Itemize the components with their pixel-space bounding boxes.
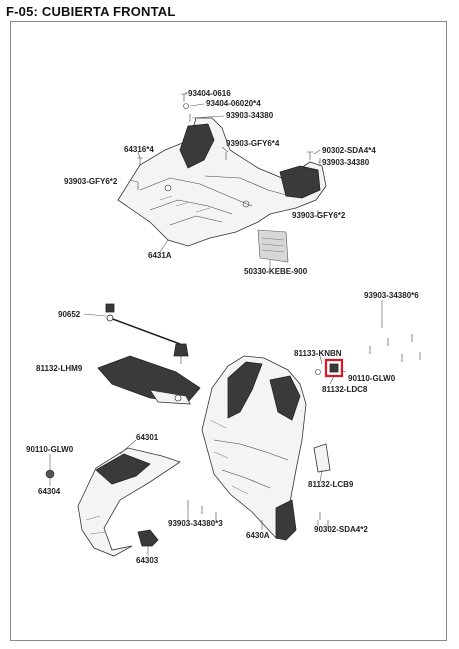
screws-right [187,320,421,528]
label-93903-34380-right: 93903-34380 [322,158,370,167]
front-cover-6430a [201,355,307,541]
wire-harness-90652 [105,303,189,364]
inner-cover-6431a [117,117,327,247]
label-93903-gfy6-2-left: 93903-GFY6*2 [64,177,118,186]
label-64303: 64303 [136,556,159,565]
label-81132-lhm9: 81132-LHM9 [36,364,83,373]
label-93903-gfy6-4: 93903-GFY6*4 [226,139,280,148]
panel-81132-lhm9 [97,355,201,405]
label-64316: 64316*4 [124,145,154,154]
label-81132-lcb9: 81132-LCB9 [308,480,354,489]
diagram-frame [10,21,447,641]
label-93404-0616: 93404-0616 [188,89,231,98]
label-93903-34380-6: 93903-34380*6 [364,291,419,300]
panel-64301 [77,447,181,557]
label-6430a: 6430A [246,531,270,540]
label-6431a: 6431A [148,251,172,260]
label-93903-34380-3: 93903-34380*3 [168,519,223,528]
page-title: F-05: CUBIERTA FRONTAL [6,4,176,19]
part-labels: 93404-0616 93404-06020*4 93903-34380 643… [26,89,419,565]
label-64301: 64301 [136,433,159,442]
label-81132-ldc8: 81132-LDC8 [322,385,368,394]
piece-81132-lcb9 [313,443,331,473]
label-90302-sda4-4: 90302-SDA4*4 [322,146,376,155]
label-93903-34380-top: 93903-34380 [226,111,274,120]
label-90652: 90652 [58,310,81,319]
highlighted-clip [329,363,339,373]
label-90110-glw0-left: 90110-GLW0 [26,445,74,454]
label-64304: 64304 [38,487,61,496]
label-plate-50330 [257,229,289,263]
label-90110-glw0-right: 90110-GLW0 [348,374,396,383]
clip-64304 [45,469,55,479]
label-93404-06020: 93404-06020*4 [206,99,261,108]
label-81133-knbn: 81133-KNBN [294,349,342,358]
leader-lines [49,92,383,556]
label-50330-kebe-900: 50330-KEBE-900 [244,267,308,276]
bracket-64303 [137,529,159,547]
label-90302-sda4-2: 90302-SDA4*2 [314,525,368,534]
label-93903-gfy6-2-right: 93903-GFY6*2 [292,211,346,220]
